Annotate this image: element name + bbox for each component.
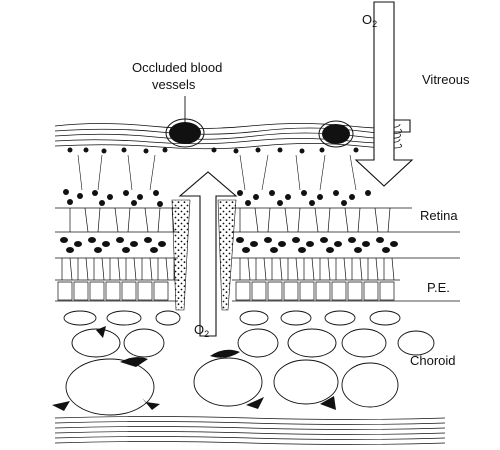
o2-label-top: O2 bbox=[362, 12, 378, 29]
retina-label: Retina bbox=[420, 208, 458, 223]
sclera-layer bbox=[54, 416, 446, 445]
occluded-label-line1: Occluded blood bbox=[132, 60, 223, 75]
plexiform-layer bbox=[55, 207, 460, 233]
nerve-fiber-layer bbox=[54, 123, 402, 150]
muller-fibers bbox=[77, 154, 357, 191]
oxygen-arrow-up bbox=[178, 171, 238, 337]
oxygen-arrow-down bbox=[354, 1, 414, 187]
outer-nuclear-layer bbox=[60, 237, 398, 253]
melanocytes bbox=[52, 326, 336, 411]
choroid-label: Choroid bbox=[410, 353, 456, 368]
choroid-vessels bbox=[63, 310, 435, 416]
occluded-label-line2: vessels bbox=[152, 77, 196, 92]
pe-label: P.E. bbox=[427, 280, 450, 295]
pigment-epithelium bbox=[55, 281, 460, 302]
hole-channel bbox=[171, 199, 237, 311]
occluded-blood-vessels bbox=[165, 118, 354, 148]
photoreceptor-layer bbox=[55, 257, 460, 281]
o2-label-bottom: O2 bbox=[194, 322, 210, 339]
inner-nuclear-layer bbox=[63, 189, 371, 207]
vitreous-label: Vitreous bbox=[422, 72, 470, 87]
